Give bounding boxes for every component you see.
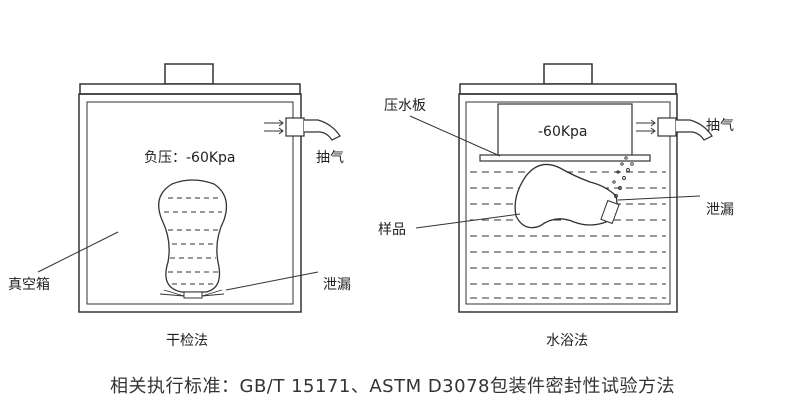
- leak-leader-line: [225, 271, 319, 291]
- right-pressure-label: -60Kpa: [538, 124, 588, 140]
- vacuum-chamber: [78, 93, 302, 313]
- dry-method-caption: 干检法: [166, 333, 208, 349]
- exhaust-port: [264, 117, 341, 141]
- exhaust-port-right: [636, 117, 713, 141]
- left-exhaust-label: 抽气: [316, 150, 344, 166]
- chamber-handle: [164, 63, 214, 85]
- plate-label: 压水板: [384, 98, 426, 114]
- standard-footer: 相关执行标准：GB/T 15171、ASTM D3078包装件密封性试验方法: [110, 376, 675, 397]
- chamber-lid: [79, 83, 301, 95]
- left-leak-label: 泄漏: [323, 277, 351, 293]
- right-leak-label: 泄漏: [706, 202, 734, 218]
- submerged-sample: [514, 156, 634, 229]
- plate-leader-line: [409, 115, 501, 157]
- bottle-sample: [158, 179, 228, 299]
- chamber-leader-line: [37, 231, 119, 273]
- tank-handle: [543, 63, 593, 85]
- sample-label: 样品: [378, 222, 406, 238]
- chamber-label: 真空箱: [8, 277, 50, 293]
- leak-leader-line-right: [617, 195, 701, 201]
- pressure-plate: [479, 154, 651, 162]
- leak-bubbles: [612, 156, 634, 198]
- right-exhaust-label: 抽气: [706, 118, 734, 134]
- sample-leader-line: [415, 213, 521, 229]
- left-pressure-label: 负压：-60Kpa: [144, 150, 236, 166]
- tank-lid: [459, 83, 677, 95]
- water-tank: [458, 93, 678, 313]
- dry-method-panel: 负压：-60Kpa 抽气 泄漏 真空箱 干检法: [8, 63, 351, 349]
- water-bath-caption: 水浴法: [546, 333, 588, 349]
- water-bath-panel: 压水板 -60Kpa 抽气 泄漏 样品 水浴法: [378, 63, 734, 349]
